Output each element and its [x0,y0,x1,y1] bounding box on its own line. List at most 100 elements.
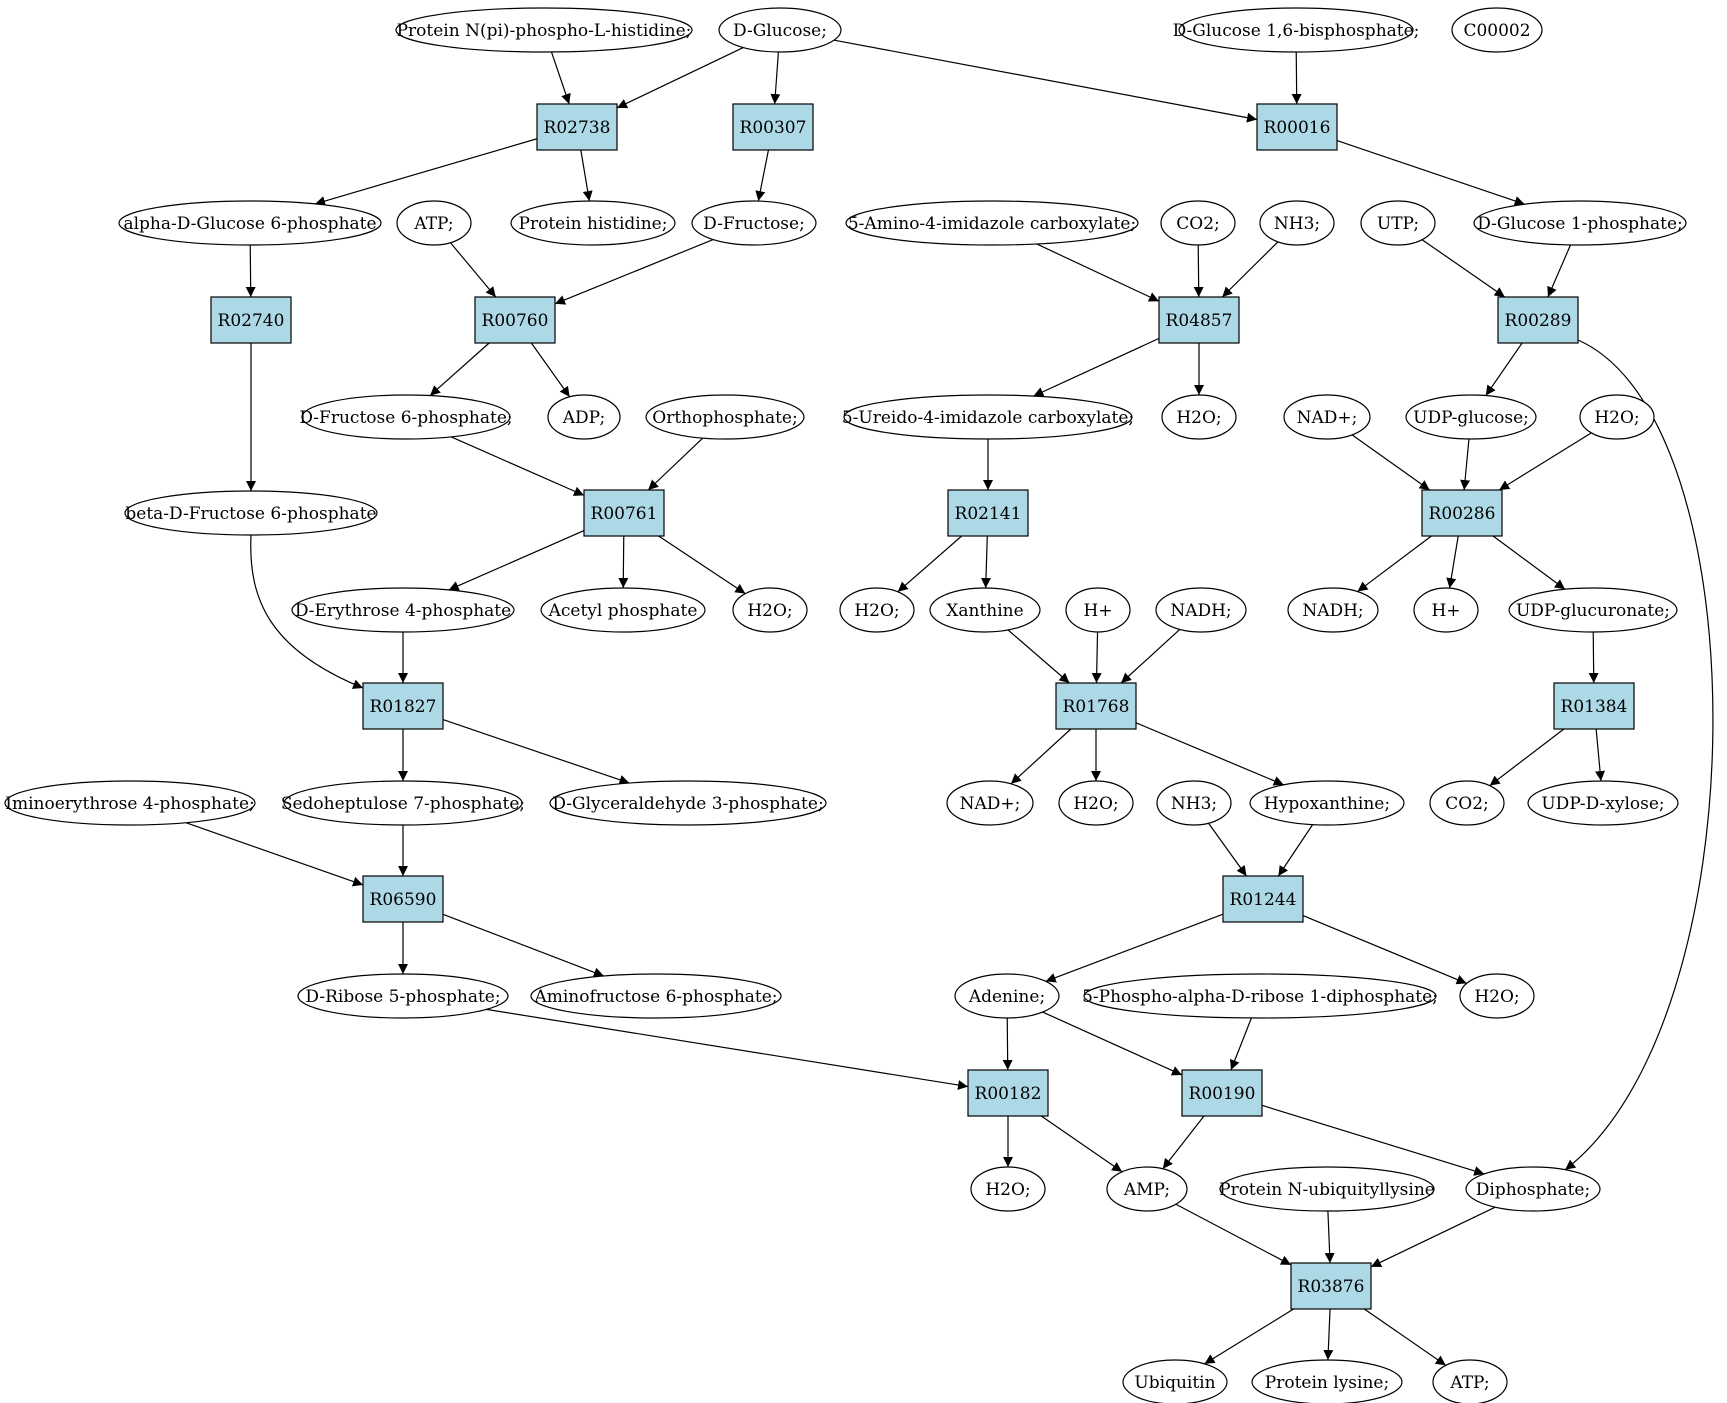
edge-prpp-to-R00190 [1230,1017,1252,1071]
compound-node-r5p: D-Ribose 5-phosphate; [297,973,509,1019]
node-shape [510,200,676,246]
node-label: 5-Phospho-alpha-D-ribose 1-diphosphate; [1082,987,1438,1007]
edge-R00761-to-h2o_c [658,535,746,595]
node-label: CO2; [1445,794,1489,814]
node-shape [291,587,515,633]
node-label: Ubiquitin [1134,1373,1215,1393]
edge-R00016-to-g1p [1336,140,1525,206]
node-label: R00182 [975,1084,1042,1104]
node-label: D-Glucose 1-phosphate; [1477,214,1683,234]
compound-node-hplus_a: H+ [1065,587,1131,633]
reaction-node-R01384: R01384 [1553,682,1635,730]
edge-R03876-to-protein_lysine [1323,1308,1334,1361]
node-shape [1429,780,1505,826]
node-shape [1058,780,1134,826]
reaction-node-R01827: R01827 [362,682,444,730]
node-shape [1156,780,1232,826]
reaction-node-R02738: R02738 [536,103,618,151]
reaction-node-R00190: R00190 [1181,1069,1263,1117]
node-label: Adenine; [968,987,1045,1007]
compound-node-diphosphate: Diphosphate; [1465,1166,1601,1212]
edge-nad_a-to-R00286 [1351,434,1431,491]
edge-udp_glucuronate-to-R01384 [1588,631,1599,684]
compound-node-e4p: D-Erythrose 4-phosphate [291,587,515,633]
node-shape [1222,875,1304,923]
edge-R01827-to-g3p [442,719,630,785]
node-shape [1161,394,1237,440]
compound-node-h2o_g: H2O; [970,1166,1046,1212]
edge-R00760-to-adp [530,342,571,398]
node-shape [530,973,782,1019]
edge-f6p-to-R00761 [450,436,585,496]
node-shape [1055,682,1137,730]
node-shape [1497,296,1579,344]
node-shape [1155,587,1247,633]
node-shape [1249,780,1405,826]
compound-node-h2o_f: H2O; [1459,973,1535,1019]
compound-node-protein_lysine: Protein lysine; [1251,1359,1403,1403]
node-label: D-Ribose 5-phosphate; [305,987,500,1007]
edge-nadh_a-to-R01768 [1120,628,1181,684]
compound-node-c00002: C00002 [1451,7,1543,53]
node-label: D-Glyceraldehyde 3-phosphate; [552,794,823,814]
node-shape [118,200,382,246]
node-shape [1405,394,1537,440]
compound-node-atp2: ATP; [1432,1359,1508,1403]
edge-R00289-to-udp_glucose [1485,342,1523,396]
node-label: R00286 [1429,504,1496,524]
reaction-node-R00289: R00289 [1497,296,1579,344]
edge-protein_nphospho-to-R02738 [550,51,571,105]
edge-R02738-to-alpha_g6p [314,138,538,206]
compound-node-h2o_c: H2O; [732,587,808,633]
reaction-node-R00307: R00307 [732,103,814,151]
node-label: AMP; [1123,1180,1170,1200]
node-shape [396,200,472,246]
edge-orthophosphate-to-R00761 [647,437,704,491]
edge-R03876-to-ubiquitin [1204,1308,1294,1365]
node-shape [1451,7,1543,53]
node-label: 5-Ureido-4-imidazole carboxylate; [842,408,1134,428]
node-shape [1259,200,1335,246]
node-label: Xanthine [946,601,1023,621]
edge-hplus_a-to-R01768 [1091,631,1102,684]
compound-node-h2o_d: H2O; [839,587,915,633]
node-shape [1287,587,1379,633]
reaction-node-R03876: R03876 [1290,1262,1372,1310]
compound-node-ubiq_lys: Protein N-ubiquityllysine [1219,1166,1435,1212]
reaction-node-R00286: R00286 [1421,489,1503,537]
edge-R00289-to-diphosphate [1564,339,1714,1171]
edge-hypoxanthine-to-R01244 [1277,824,1314,877]
node-shape [547,394,621,440]
compound-node-h2o_e: H2O; [1058,780,1134,826]
node-shape [1527,780,1679,826]
edge-R00190-to-diphosphate [1261,1104,1485,1176]
node-shape [540,587,706,633]
node-label: ADP; [562,408,605,428]
edge-g1p-to-R00289 [1547,244,1572,298]
node-shape [1283,394,1371,440]
node-label: R02141 [955,504,1022,524]
node-label: H2O; [854,601,899,621]
reaction-node-R01244: R01244 [1222,875,1304,923]
compound-node-nad_a: NAD+; [1283,394,1371,440]
node-shape [1413,587,1479,633]
node-label: NAD+; [1297,408,1358,428]
compound-node-g3p: D-Glyceraldehyde 3-phosphate; [549,780,827,826]
node-label: H2O; [985,1180,1030,1200]
edge-atp1-to-R00760 [449,242,497,298]
node-label: Protein lysine; [1265,1373,1389,1393]
node-label: NAD+; [960,794,1021,814]
compound-node-atp1: ATP; [396,200,472,246]
node-label: D-Fructose; [703,214,805,234]
node-label: R00761 [591,504,658,524]
reaction-node-R01768: R01768 [1055,682,1137,730]
edge-R00190-to-amp [1162,1115,1205,1170]
node-shape [718,7,842,53]
node-shape [1579,394,1655,440]
compound-node-adp: ADP; [547,394,621,440]
node-shape [1465,1166,1601,1212]
node-label: H+ [1431,601,1460,621]
edge-d_glucose-to-R02738 [616,47,744,109]
node-label: beta-D-Fructose 6-phosphate [125,504,376,524]
